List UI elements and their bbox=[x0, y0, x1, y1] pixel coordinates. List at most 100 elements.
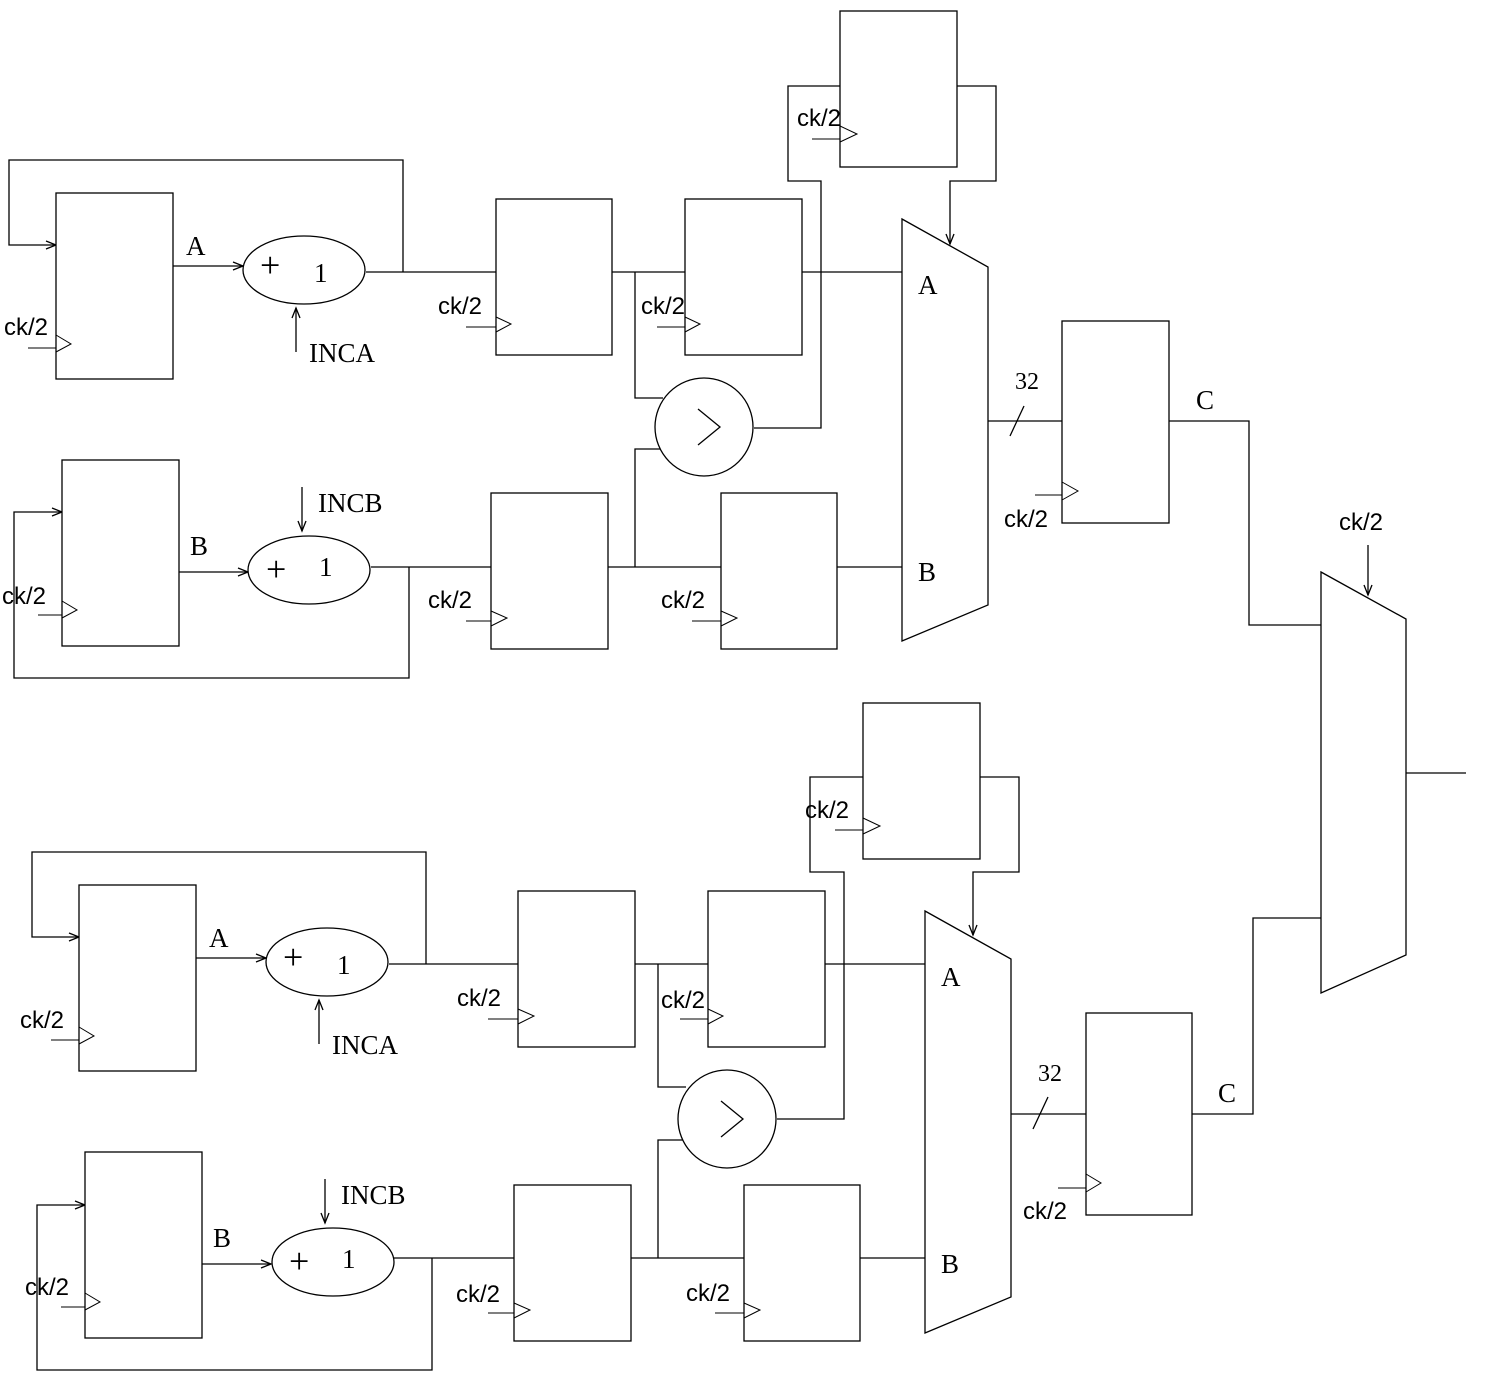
clock-triangle bbox=[657, 316, 702, 333]
incb-label: INCB bbox=[341, 1180, 406, 1210]
wire-comparator-select bbox=[777, 776, 863, 1120]
wire-select-reg-out bbox=[949, 85, 997, 244]
wire-to-comparator-b bbox=[657, 1139, 686, 1258]
mux-input-b: B bbox=[918, 557, 936, 587]
signal-a-label: A bbox=[209, 923, 229, 953]
wire-to-comparator-b bbox=[634, 448, 663, 567]
signal-c-label: C bbox=[1218, 1078, 1236, 1108]
clock-label: ck/2 bbox=[438, 293, 482, 320]
clock-label: ck/2 bbox=[25, 1274, 69, 1301]
clock-triangle bbox=[1058, 1173, 1102, 1193]
clock-triangle bbox=[466, 316, 513, 333]
clock-triangle bbox=[715, 1302, 762, 1319]
mux-ab bbox=[901, 217, 989, 642]
clock-triangle bbox=[812, 125, 859, 143]
inca-label: INCA bbox=[332, 1030, 398, 1060]
mux-ab bbox=[924, 909, 1012, 1334]
arrow-head bbox=[297, 520, 307, 533]
register-2a bbox=[517, 890, 636, 1048]
greater-than-icon bbox=[697, 408, 722, 446]
incb-label: INCB bbox=[318, 488, 383, 518]
arrow-head bbox=[314, 998, 324, 1011]
adder-plus: + bbox=[260, 245, 280, 285]
clock-triangle bbox=[692, 610, 739, 627]
clock-triangle bbox=[488, 1008, 536, 1025]
comparator bbox=[677, 1069, 777, 1169]
register-2b bbox=[513, 1184, 632, 1342]
register-select bbox=[862, 702, 981, 860]
wire-feedback-a bbox=[8, 159, 404, 272]
register-2a bbox=[495, 198, 613, 356]
register-select bbox=[839, 10, 958, 168]
register-b bbox=[84, 1151, 203, 1339]
clock-label: ck/2 bbox=[2, 583, 46, 610]
arrow-head bbox=[320, 1212, 330, 1225]
register-c bbox=[1085, 1012, 1193, 1216]
upper-circuit bbox=[8, 10, 1321, 679]
comparator bbox=[654, 377, 754, 477]
signal-b-label: B bbox=[190, 531, 208, 561]
lower-circuit bbox=[31, 702, 1321, 1371]
adder-a bbox=[242, 235, 366, 305]
mux-input-b: B bbox=[941, 1249, 959, 1279]
greater-than-icon bbox=[720, 1100, 745, 1138]
clock-label: ck/2 bbox=[428, 587, 472, 614]
clock-label: ck/2 bbox=[4, 314, 48, 341]
clock-triangle bbox=[61, 1292, 102, 1311]
register-3b bbox=[720, 492, 838, 650]
wire-c-out bbox=[1169, 420, 1321, 626]
arrow-head bbox=[260, 1259, 273, 1269]
arrow-head bbox=[291, 306, 301, 319]
mux-input-a: A bbox=[941, 962, 961, 992]
adder-plus: + bbox=[283, 937, 303, 977]
clock-label: ck/2 bbox=[1339, 509, 1383, 536]
adder-b bbox=[271, 1227, 395, 1297]
output-stage bbox=[1320, 545, 1466, 995]
wire-feedback-b bbox=[13, 511, 410, 679]
wire-comparator-select bbox=[754, 85, 840, 429]
adder-one: 1 bbox=[337, 950, 351, 980]
register-3a bbox=[707, 890, 826, 1048]
register-3a bbox=[684, 198, 803, 356]
register-b bbox=[61, 459, 180, 647]
clock-triangle bbox=[466, 610, 509, 627]
clock-triangle bbox=[38, 600, 79, 619]
clock-triangle bbox=[28, 334, 73, 353]
clock-label: ck/2 bbox=[1023, 1198, 1067, 1225]
adder-one: 1 bbox=[319, 552, 333, 582]
bus-width-label: 32 bbox=[1038, 1061, 1062, 1087]
clock-triangle bbox=[835, 817, 882, 835]
wire-select-reg-out bbox=[972, 776, 1020, 935]
adder-one: 1 bbox=[314, 258, 328, 288]
wire-feedback-a bbox=[31, 851, 427, 964]
wire-feedback-b bbox=[36, 1204, 433, 1371]
clock-label: ck/2 bbox=[661, 587, 705, 614]
clock-label: ck/2 bbox=[805, 797, 849, 824]
bus-width-label: 32 bbox=[1015, 369, 1039, 395]
register-a bbox=[55, 192, 174, 380]
mux-input-a: A bbox=[918, 270, 938, 300]
clock-label: ck/2 bbox=[797, 105, 841, 132]
clock-label: ck/2 bbox=[641, 293, 685, 320]
adder-one: 1 bbox=[342, 1244, 356, 1274]
register-3b bbox=[743, 1184, 861, 1342]
adder-b bbox=[247, 535, 371, 605]
clock-label: ck/2 bbox=[1004, 506, 1048, 533]
register-2b bbox=[490, 492, 609, 650]
arrow-head bbox=[1363, 584, 1373, 597]
adder-a bbox=[265, 927, 389, 997]
wire-c-out bbox=[1192, 917, 1321, 1115]
register-c bbox=[1061, 320, 1170, 524]
clock-label: ck/2 bbox=[686, 1280, 730, 1307]
clock-triangle bbox=[680, 1008, 725, 1025]
inca-label: INCA bbox=[309, 338, 375, 368]
wire-to-comparator-a bbox=[634, 272, 663, 399]
signal-c-label: C bbox=[1196, 385, 1214, 415]
register-a bbox=[78, 884, 197, 1072]
arrow-head bbox=[945, 233, 955, 246]
wire-bus-slash bbox=[1009, 405, 1025, 437]
arrow-head bbox=[968, 924, 978, 937]
labels: ck/2 ck/2 ck/2 ck/2 ck/2 ck/2 ck/2 ck/2 … bbox=[2, 105, 1383, 1308]
wire-to-comparator-a bbox=[657, 964, 686, 1088]
